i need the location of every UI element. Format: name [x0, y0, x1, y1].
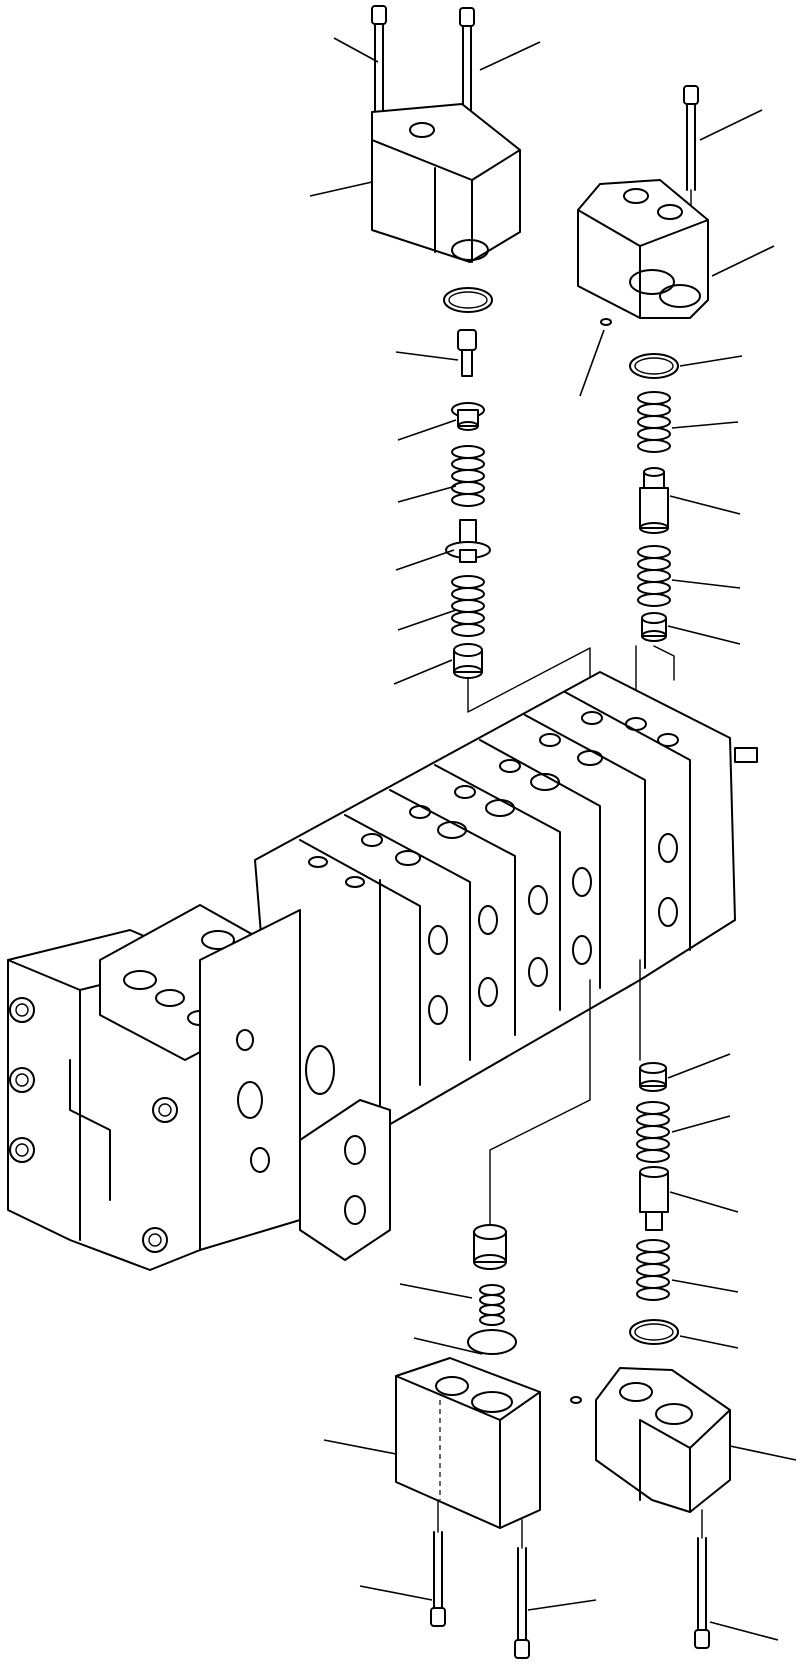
end-bolt-3: [9, 1137, 35, 1163]
left-end-inlet-section: [7, 904, 391, 1271]
top-right-valve-cover: [577, 179, 709, 319]
leader-line: [399, 1283, 473, 1299]
leader-line: [333, 37, 379, 63]
leader-line: [667, 1053, 731, 1079]
top-left-o-ring: [443, 287, 493, 313]
main-control-valve-body: [254, 671, 758, 1171]
leader-line: [397, 419, 457, 441]
end-bolt-4: [152, 1097, 178, 1123]
leader-line: [671, 421, 739, 429]
top-right-pin: [600, 318, 612, 326]
leader-line: [323, 1439, 397, 1455]
top-left-bushing: [453, 643, 483, 679]
top-right-spool: [639, 467, 669, 534]
end-bolt-2: [9, 1067, 35, 1093]
leader-line: [395, 351, 459, 361]
leader-line: [397, 485, 457, 503]
leader-line: [699, 109, 763, 141]
lower-left-bolt-2: [514, 1519, 530, 1659]
leader-line: [679, 355, 743, 367]
lower-left-bolt-1: [430, 1499, 446, 1627]
leader-line: [579, 329, 605, 397]
leader-line: [413, 1337, 483, 1355]
leader-line: [729, 1445, 797, 1461]
lower-right-bolt: [694, 1509, 710, 1649]
top-right-assembly-line-2: [653, 645, 675, 681]
lower-right-pin: [570, 1396, 582, 1404]
leader-line: [669, 495, 741, 515]
leader-line: [671, 579, 741, 589]
lower-right-o-ring: [629, 1319, 679, 1345]
top-left-spring-2: [451, 575, 485, 637]
top-left-spool-seat: [445, 519, 491, 563]
lower-left-bushing: [473, 1224, 507, 1270]
top-right-spring-2: [637, 545, 671, 607]
lower-right-spool: [639, 1166, 669, 1231]
leader-line: [671, 1279, 739, 1293]
leader-line: [669, 1191, 739, 1213]
leader-line: [679, 1335, 739, 1349]
leader-line: [397, 609, 457, 631]
leader-line: [527, 1599, 597, 1611]
callout-leaders: [309, 37, 797, 1641]
leader-line: [709, 1621, 779, 1641]
leader-line: [359, 1585, 433, 1601]
leader-line: [667, 625, 741, 645]
end-bolt-1: [9, 997, 35, 1023]
lower-left-assembly-line: [489, 979, 591, 1231]
leader-line: [395, 549, 455, 571]
end-bolt-5: [142, 1227, 168, 1253]
lower-right-spring-2: [636, 1239, 670, 1301]
top-right-bolt: [683, 85, 699, 221]
top-left-plunger-pin: [457, 329, 477, 377]
top-left-retainer: [451, 402, 485, 431]
lower-right-valve-cover: [595, 1367, 731, 1513]
leader-line: [671, 1115, 731, 1133]
lower-left-spring: [479, 1284, 505, 1326]
leader-line: [479, 41, 541, 71]
top-right-spring-1: [637, 391, 671, 453]
lower-right-spring-1: [636, 1101, 670, 1163]
lower-left-o-ring: [467, 1329, 517, 1355]
lower-left-valve-cover: [395, 1357, 541, 1529]
leader-line: [309, 181, 373, 197]
top-right-o-ring: [629, 353, 679, 379]
lower-right-bushing: [639, 1062, 667, 1092]
leader-line: [711, 245, 775, 277]
top-right-bushing: [641, 612, 667, 642]
leader-line: [393, 659, 453, 685]
top-left-spring-1: [451, 445, 485, 507]
top-left-valve-cover: [371, 103, 521, 263]
